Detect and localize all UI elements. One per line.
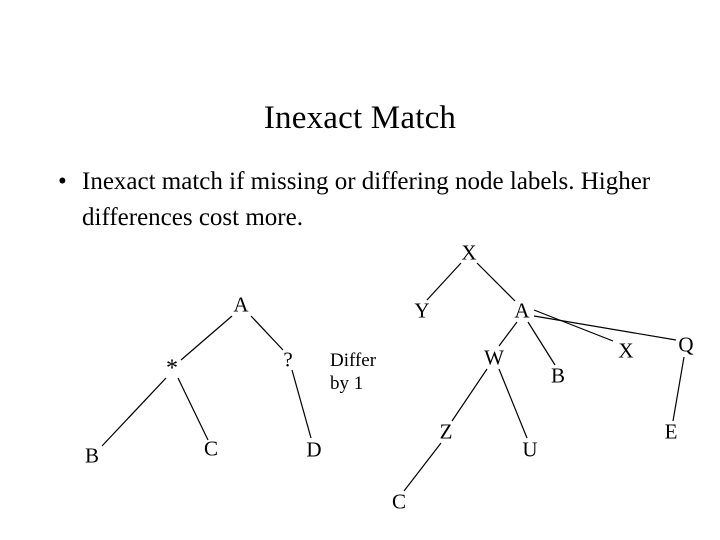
tree-edge (533, 309, 614, 342)
tree-edge (672, 356, 685, 422)
tree-edge (180, 315, 233, 361)
tree-node-l-b: B (84, 443, 100, 468)
tree-node-l-c: C (203, 436, 219, 461)
tree-edge (451, 368, 488, 422)
tree-edge (177, 377, 209, 441)
tree-edge (476, 262, 516, 302)
tree-node-r-z: Z (439, 419, 453, 444)
tree-edge (403, 442, 442, 492)
tree-edge (498, 368, 528, 439)
tree-node-l-a: A (233, 292, 249, 317)
tree-node-r-u: U (522, 437, 538, 462)
page-title: Inexact Match (263, 100, 457, 137)
tree-node-r-e: E (664, 419, 678, 444)
tree-edge (101, 377, 167, 447)
tree-node-l-star: * (166, 355, 178, 382)
tree-node-r-b: B (550, 363, 566, 388)
tree-node-l-d: D (306, 437, 322, 462)
tree-node-r-q: Q (678, 332, 694, 357)
tree-node-r-a: A (514, 298, 530, 323)
tree-node-r-w: W (484, 345, 504, 370)
bullet-list: • Inexact match if missing or differing … (50, 164, 670, 236)
bullet-item: • Inexact match if missing or differing … (50, 164, 670, 236)
tree-edge (498, 321, 518, 347)
bullet-text: Inexact match if missing or differing no… (82, 168, 651, 231)
tree-edge (533, 315, 677, 341)
annotation-line: Differ (330, 350, 377, 371)
tree-edge (426, 262, 462, 301)
tree-node-r-x1: X (461, 240, 477, 265)
tree-node-r-c: C (391, 489, 407, 514)
tree-edge (527, 321, 556, 366)
tree-node-r-x2: X (618, 338, 634, 363)
bullet-marker-icon: • (58, 168, 67, 195)
tree-node-l-quest: ? (283, 347, 293, 372)
annotation-line: by 1 (330, 373, 364, 394)
tree-node-r-y: Y (414, 298, 430, 323)
tree-edge (291, 369, 312, 439)
tree-edge (250, 315, 284, 351)
